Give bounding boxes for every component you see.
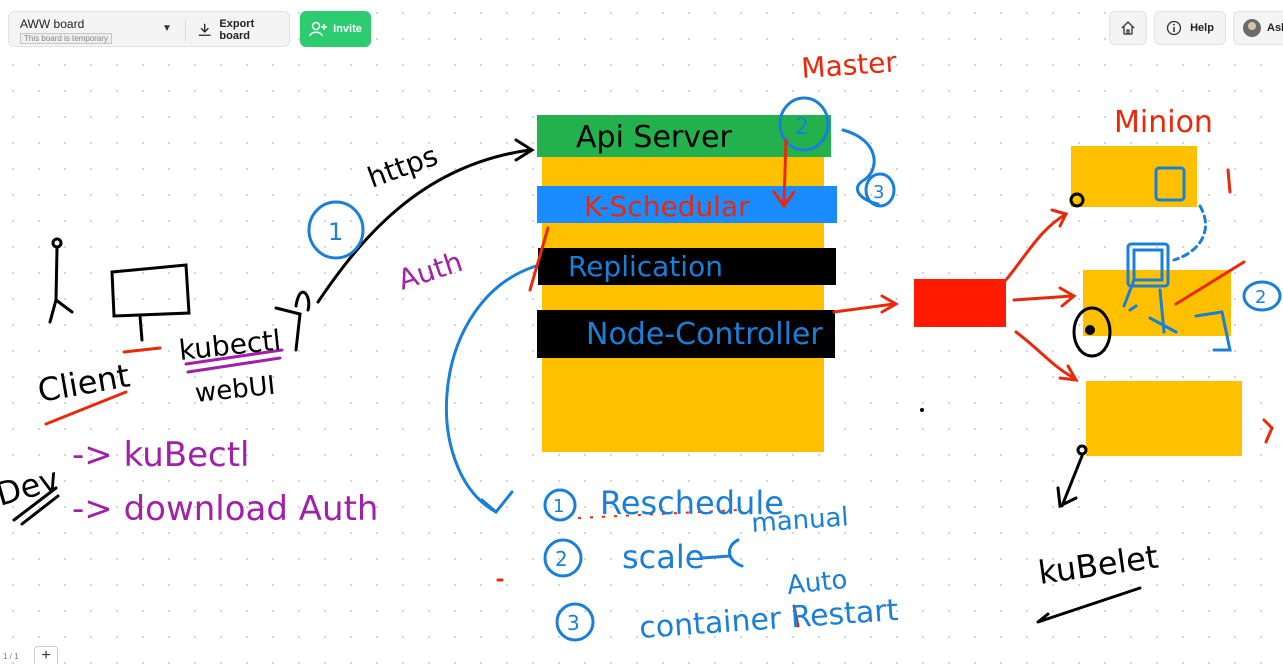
label-step1: Reschedule: [600, 484, 784, 522]
https-arrowhead: [514, 138, 535, 162]
master-circle-3: [864, 172, 896, 208]
label-circle-1: 1: [328, 218, 343, 246]
red-box: [914, 279, 1006, 327]
help-label: Help: [1190, 22, 1214, 34]
minion-circle-2: [1242, 280, 1282, 312]
user-name: Ash: [1267, 22, 1283, 34]
list-circle-2: [543, 538, 583, 578]
home-button[interactable]: [1109, 11, 1147, 45]
minion-node-dot-1: [1069, 192, 1085, 208]
label-step3-num: 3: [567, 611, 580, 635]
label-api-server: Api Server: [576, 120, 732, 155]
master-circle-2: [778, 96, 830, 152]
stray-dot: [920, 408, 924, 412]
label-auth: Auth: [394, 245, 467, 297]
circle-step-1: [307, 200, 365, 260]
label-minion: Minion: [1114, 105, 1213, 140]
label-list-kubectl: -> kuBectl: [72, 435, 249, 475]
kubelet-underline: [1036, 586, 1142, 624]
proxy-to-minion-1: [1004, 208, 1069, 282]
list-circle-3: [555, 602, 595, 642]
label-list-download: -> download Auth: [72, 489, 378, 529]
auth-slash: [528, 226, 550, 292]
replication-arc: [445, 264, 538, 514]
proxy-to-minion-3: [1014, 330, 1079, 382]
add-page-button[interactable]: +: [34, 646, 58, 664]
replication-block: [538, 248, 836, 285]
minion-red-tick: [1226, 168, 1232, 194]
label-step3: container Restart: [638, 593, 900, 646]
minion-node-dot-3: [1076, 444, 1088, 456]
master-circle-3-arc: [841, 128, 880, 206]
k-scheduler-block: [537, 186, 837, 223]
client-underline: [44, 390, 128, 426]
user-figure: [48, 237, 74, 324]
api-to-scheduler-arrow: [772, 138, 796, 209]
client-dash: [122, 346, 162, 354]
label-node-controller: Node-Controller: [586, 317, 823, 352]
board-name[interactable]: AWW board: [20, 17, 85, 31]
dev-underline: [12, 486, 60, 526]
node-to-proxy-arrow: [832, 294, 900, 314]
red-mark-restart: [792, 604, 800, 628]
minion-box-3: [1086, 381, 1242, 456]
scale-dash: [700, 538, 744, 568]
minion-box-1: [1071, 146, 1197, 207]
label-replication: Replication: [568, 250, 723, 283]
https-arrow: [294, 148, 532, 312]
invite-button[interactable]: Invite: [300, 11, 371, 47]
avatar: [1243, 19, 1261, 37]
label-step1-num: 1: [553, 496, 564, 517]
label-k-scheduler: K-Schedular: [584, 190, 750, 223]
page-indicator: 1 / 1: [3, 652, 19, 661]
label-kubelet: kuBelet: [1036, 538, 1161, 592]
label-step2: scale: [622, 538, 704, 576]
list-circle-1: [543, 488, 577, 522]
label-circle-3: 3: [873, 182, 884, 203]
kubelet-arrow: [1056, 454, 1084, 509]
proxy-to-minion-2: [1012, 286, 1077, 308]
label-step2-num: 2: [555, 547, 568, 571]
label-auto: Auto: [786, 565, 849, 601]
minion-node-dot-2: [1072, 306, 1112, 358]
chevron-down-icon[interactable]: ▼: [162, 23, 172, 34]
kubectl-underline: [184, 348, 284, 374]
label-minion-2: 2: [1255, 287, 1266, 308]
help-button[interactable]: Help: [1154, 11, 1226, 45]
replication-arc-head: [480, 490, 514, 515]
label-circle-2: 2: [795, 115, 809, 140]
node-controller-block: [537, 310, 835, 358]
toolbar-divider: [185, 18, 186, 42]
export-board-button[interactable]: Export board: [194, 16, 289, 44]
minion-red-slash: [1174, 260, 1246, 306]
label-master: Master: [800, 45, 898, 85]
client-bracket: [274, 306, 302, 352]
monitor-sketch: [110, 263, 191, 342]
minion-blue-sketch: [1122, 166, 1232, 352]
user-menu-button[interactable]: Ash: [1233, 11, 1283, 45]
download-icon: [198, 23, 211, 36]
label-manual: manual: [750, 502, 849, 539]
export-board-label: Export board: [219, 18, 255, 42]
board-status-badge: This board is temporary: [20, 33, 113, 44]
minion-node-dot-2-center: [1085, 325, 1095, 335]
label-webui: webUI: [194, 371, 277, 409]
info-icon: [1166, 20, 1182, 36]
board-title-box[interactable]: AWW board This board is temporary ▼ Expo…: [8, 11, 290, 47]
invite-label: Invite: [333, 23, 362, 35]
add-user-icon: [309, 21, 328, 37]
label-client: Client: [35, 356, 133, 410]
minion-red-bracket: [1262, 418, 1274, 444]
home-icon: [1121, 21, 1135, 35]
